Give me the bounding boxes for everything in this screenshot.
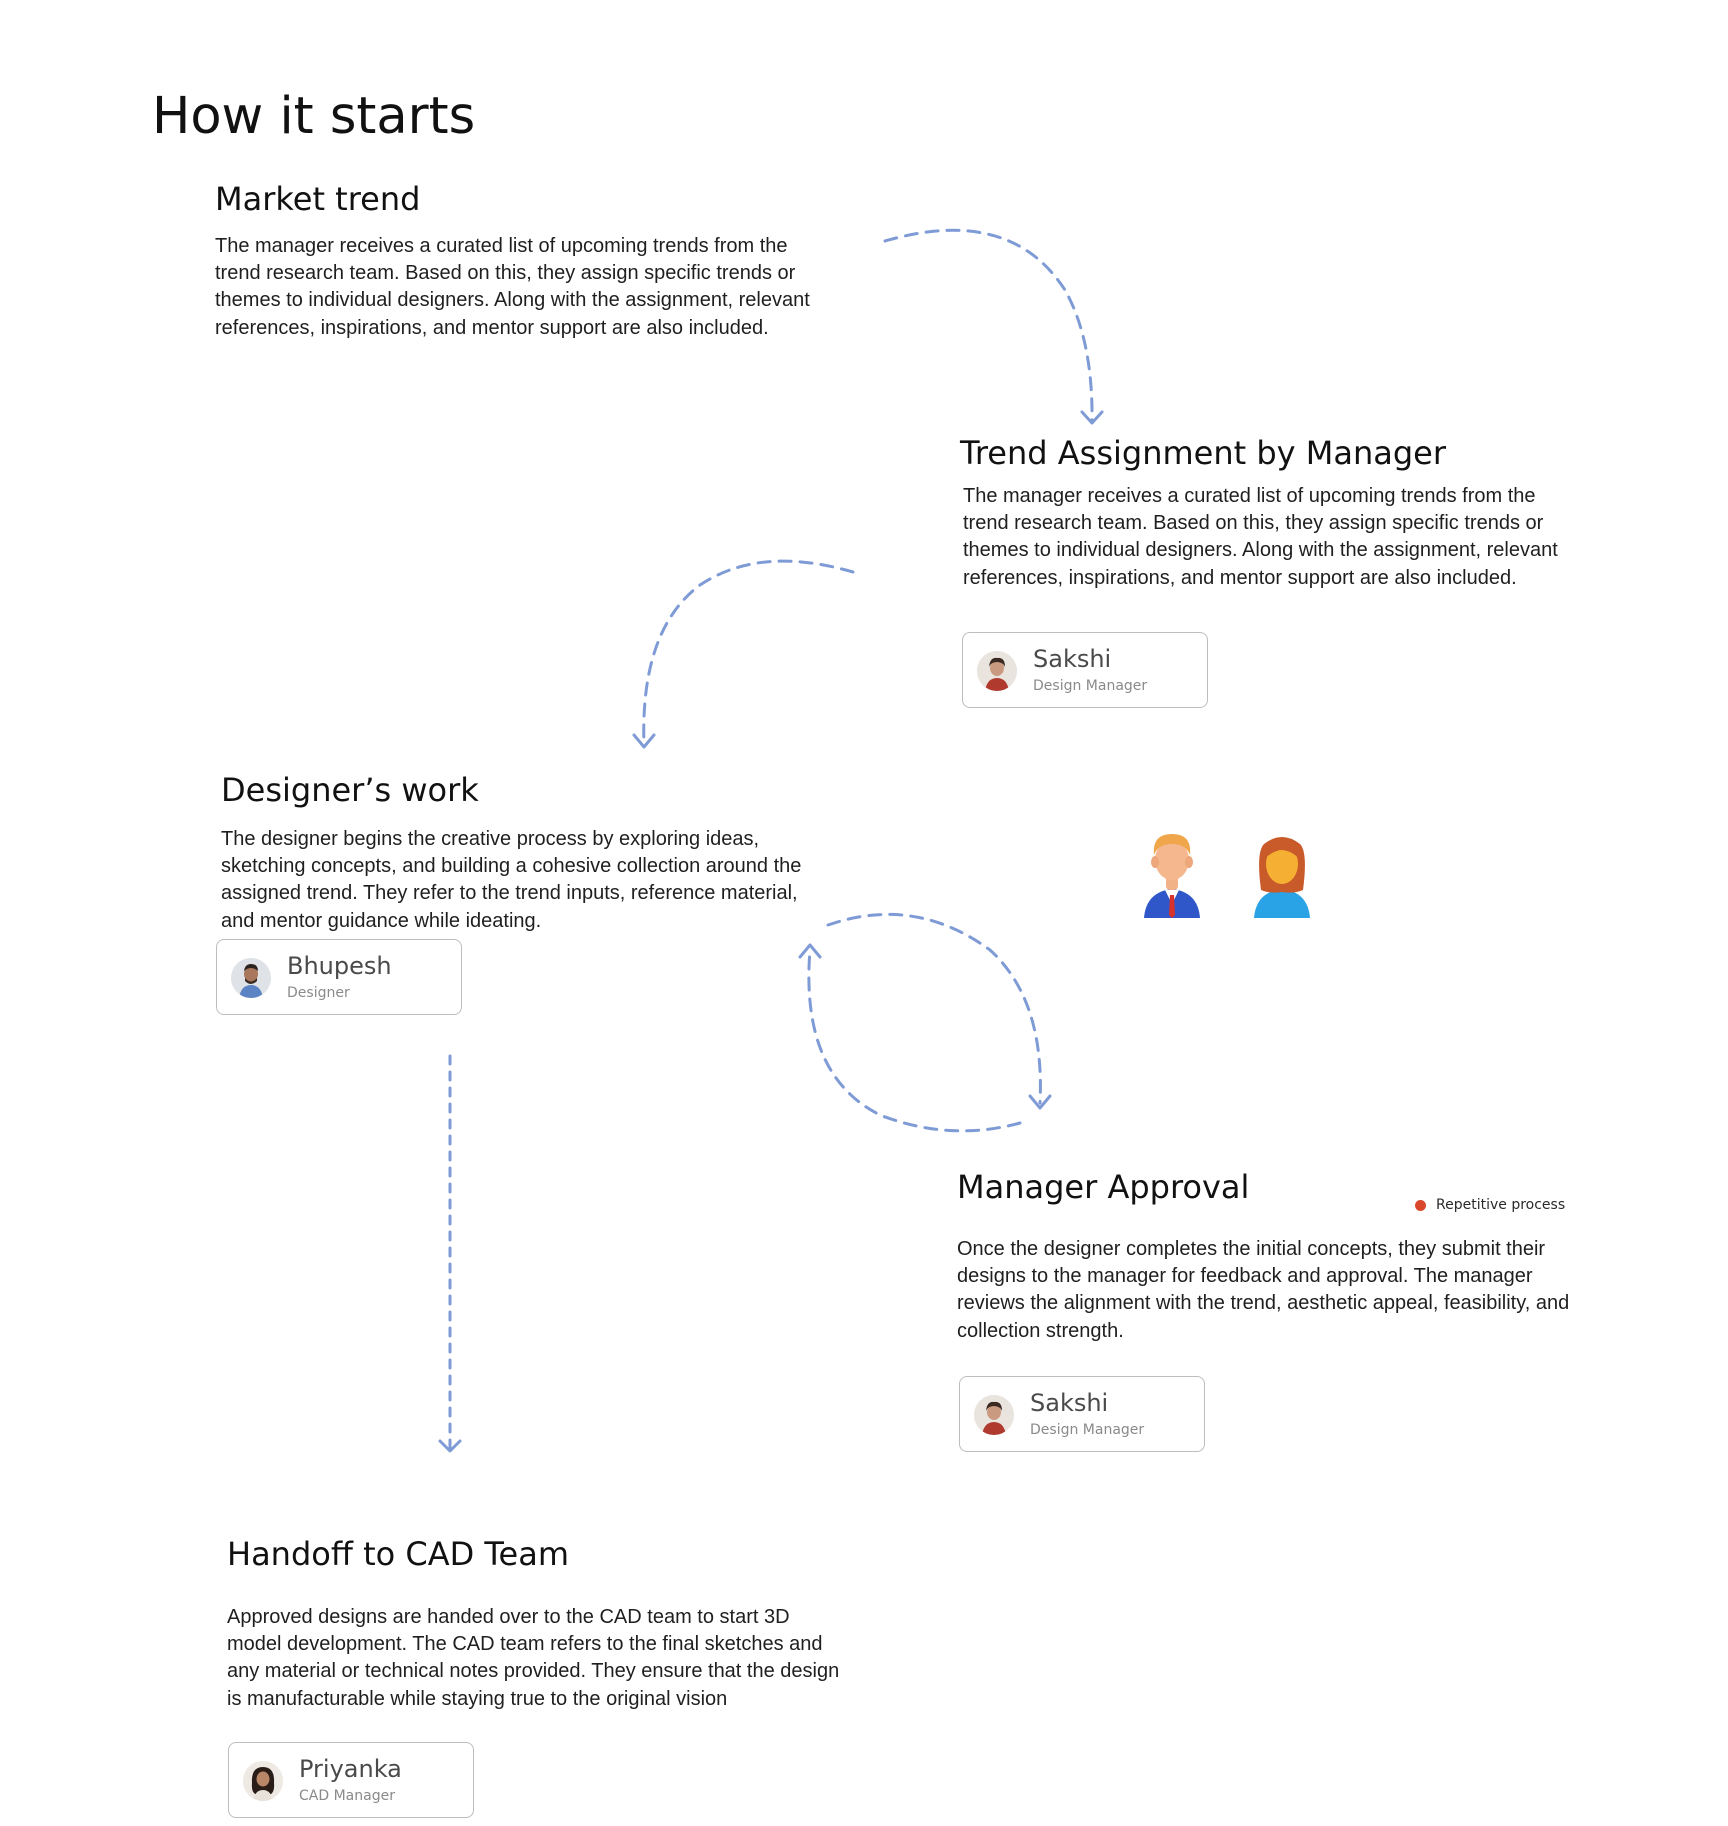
section-handoff-cad: Handoff to CAD Team Approved designs are…	[227, 1534, 847, 1713]
legend-label: Repetitive process	[1436, 1197, 1566, 1213]
person-name: Priyanka	[299, 1755, 402, 1783]
section-market-trend: Market trend The manager receives a cura…	[215, 179, 815, 342]
section-designers-work: Designer’s work The designer begins the …	[221, 770, 821, 935]
person-card-bhupesh[interactable]: Bhupesh Designer	[216, 939, 462, 1015]
person-name: Sakshi	[1033, 645, 1112, 673]
manager-approval-body: Once the designer completes the initial …	[957, 1238, 1570, 1342]
legend: Repetitive process	[1415, 1197, 1565, 1213]
woman-avatar-icon	[243, 1761, 283, 1801]
designers-work-heading: Designer’s work	[221, 771, 479, 809]
woman-user-icon	[1254, 837, 1310, 918]
person-role: CAD Manager	[299, 1788, 395, 1804]
man-user-icon	[1144, 834, 1200, 918]
avatar	[231, 958, 271, 998]
person-role: Design Manager	[1030, 1422, 1145, 1438]
person-card-priyanka[interactable]: Priyanka CAD Manager	[228, 1742, 474, 1818]
section-manager-approval: Manager Approval Once the designer compl…	[957, 1167, 1577, 1345]
arrow-market-to-assignment	[883, 228, 1094, 423]
section-trend-assignment: Trend Assignment by Manager The manager …	[960, 433, 1560, 592]
woman-avatar-icon	[974, 1395, 1014, 1435]
users-illustration	[1144, 834, 1310, 918]
person-card-sakshi-assignment[interactable]: Sakshi Design Manager	[962, 632, 1208, 708]
trend-assignment-body: The manager receives a curated list of u…	[963, 485, 1558, 589]
arrow-head	[798, 943, 822, 959]
arrow-designer-to-approval	[826, 912, 1042, 1105]
person-name: Bhupesh	[287, 952, 392, 980]
avatar	[974, 1395, 1014, 1435]
person-card-sakshi-approval[interactable]: Sakshi Design Manager	[959, 1376, 1205, 1452]
legend-dot	[1415, 1199, 1426, 1211]
page-title: How it starts	[152, 87, 476, 146]
arrow-head	[438, 1439, 462, 1453]
woman-avatar-icon	[977, 651, 1017, 691]
arrow-head	[1028, 1094, 1052, 1110]
avatar	[243, 1761, 283, 1801]
arrow-approval-to-designer	[807, 948, 1022, 1133]
manager-approval-heading: Manager Approval	[957, 1168, 1250, 1206]
arrow-head	[632, 733, 656, 749]
arrow-head	[1080, 410, 1104, 425]
man-avatar-icon	[231, 958, 271, 998]
designers-work-body: The designer begins the creative process…	[221, 828, 802, 932]
person-role: Design Manager	[1033, 678, 1148, 694]
avatar	[977, 651, 1017, 691]
person-role: Designer	[287, 985, 350, 1001]
market-trend-heading: Market trend	[215, 180, 421, 218]
trend-assignment-heading: Trend Assignment by Manager	[960, 434, 1447, 472]
person-name: Sakshi	[1030, 1389, 1109, 1417]
market-trend-body: The manager receives a curated list of u…	[215, 235, 810, 339]
arrow-assignment-to-designer	[642, 559, 855, 747]
handoff-cad-body: Approved designs are handed over to the …	[227, 1606, 840, 1710]
handoff-cad-heading: Handoff to CAD Team	[227, 1535, 569, 1573]
